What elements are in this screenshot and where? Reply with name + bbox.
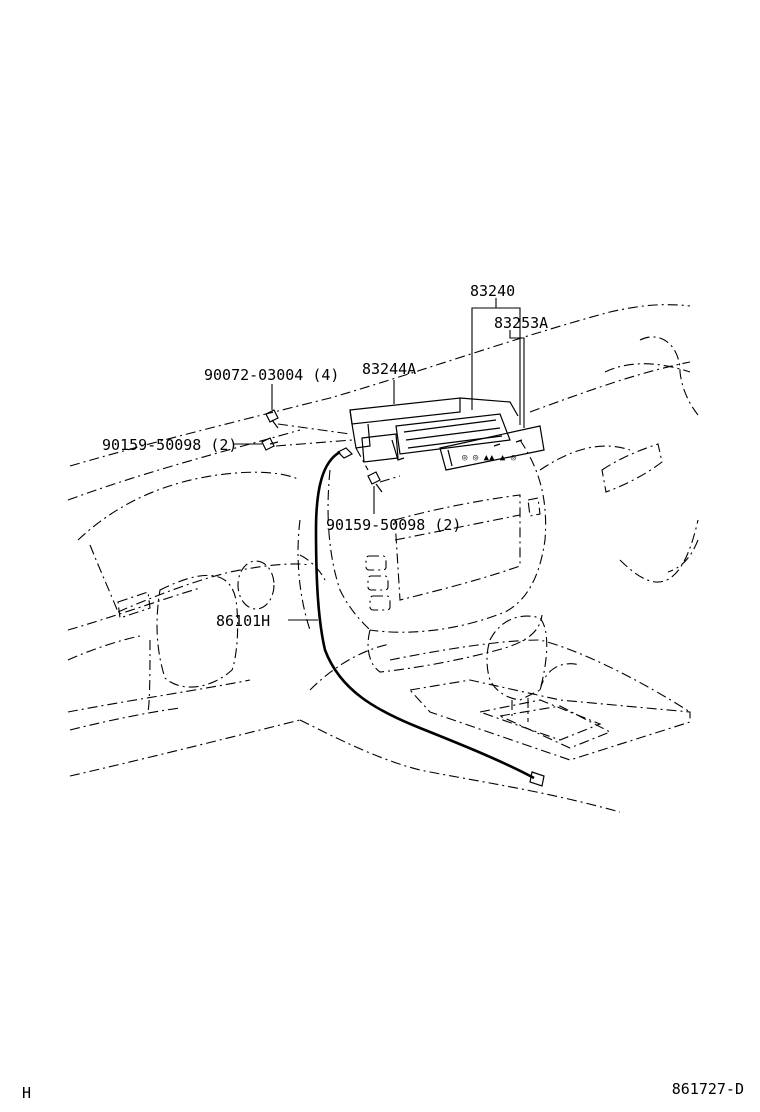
footer-left-code: H [22, 1084, 32, 1102]
label-90159-top: 90159-50098 (2) [102, 436, 237, 454]
label-86101h: 86101H [216, 612, 270, 630]
cable-86101h [314, 450, 535, 780]
guide-bracket [355, 447, 369, 471]
screw-90159-top [261, 437, 279, 451]
cable-connector-end [529, 771, 545, 787]
screw-90072 [265, 409, 279, 429]
label-83240: 83240 [470, 282, 515, 300]
label-90072: 90072-03004 (4) [204, 366, 339, 384]
label-83253a: 83253A [494, 314, 548, 332]
svg-text:◎ ◎ ▲▲ ▲ ◎: ◎ ◎ ▲▲ ▲ ◎ [462, 453, 517, 463]
control-unit: ◎ ◎ ▲▲ ▲ ◎ [349, 397, 545, 471]
label-83244a: 83244A [362, 360, 416, 378]
dashboard-outline [67, 304, 699, 813]
guide-90159-bottom [379, 475, 401, 483]
guide-90159-top [275, 439, 353, 447]
label-90159-bottom: 90159-50098 (2) [326, 516, 461, 534]
leader-lines [234, 298, 525, 621]
guide-90072 [277, 423, 351, 435]
screw-90159-bottom [367, 471, 383, 493]
cable-connector-top [336, 447, 354, 459]
footer-diagram-code: 861727-D [671, 1080, 744, 1098]
